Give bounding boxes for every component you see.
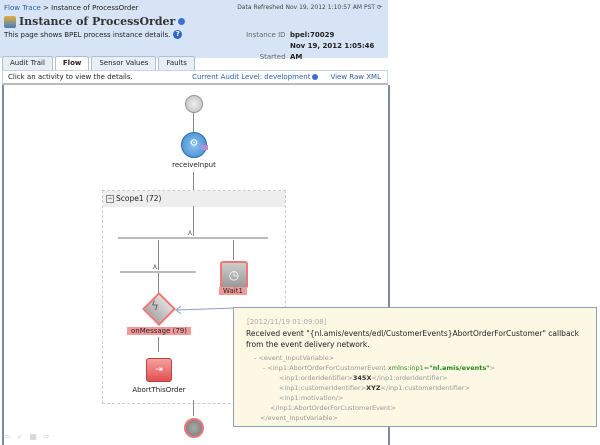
- flow-split-bar: [120, 271, 196, 273]
- xml-line: </event_InputVariable>: [260, 414, 338, 422]
- lightning-icon: ϟ: [151, 299, 159, 313]
- started-label: Started: [259, 53, 286, 61]
- hint-text: Click an activity to view the details.: [8, 73, 133, 81]
- connector: [193, 400, 194, 416]
- connector: [233, 240, 234, 260]
- xml-line: </inp1:AbortOrderForCustomerEvent>: [270, 404, 397, 412]
- fork-icon: ⋏: [187, 228, 193, 237]
- start-node[interactable]: [185, 95, 203, 113]
- breadcrumb: Flow Trace > Instance of ProcessOrder: [4, 4, 139, 12]
- page-subtitle: This page shows BPEL process instance de…: [4, 30, 171, 39]
- fork-icon: ⋏: [152, 262, 158, 271]
- info-icon[interactable]: [312, 74, 319, 80]
- refresh-icon[interactable]: ⟳: [376, 4, 382, 11]
- event-tooltip: [2012/11/19 01:09:08] Received event "{n…: [233, 307, 597, 427]
- tab-audit-trail[interactable]: Audit Trail: [2, 56, 53, 70]
- end-node[interactable]: [184, 418, 204, 438]
- connector: [193, 172, 194, 190]
- breadcrumb-separator: >: [43, 4, 49, 12]
- info-icon[interactable]: [178, 18, 186, 25]
- wait-label: Wait1: [219, 287, 247, 295]
- terminate-icon[interactable]: ⇥: [146, 358, 172, 382]
- toolbar-icons[interactable]: ⇦✓▦⇨: [4, 432, 56, 441]
- connector: [193, 112, 194, 132]
- on-message-label: onMessage (79): [127, 327, 191, 335]
- breadcrumb-flow-trace[interactable]: Flow Trace: [4, 4, 41, 12]
- help-icon[interactable]: ?: [173, 30, 183, 39]
- tab-bar: Audit Trail Flow Sensor Values Faults: [2, 56, 195, 70]
- connector: [158, 273, 159, 293]
- callout-pointer: [175, 305, 237, 315]
- flow-split-bar: [118, 237, 268, 239]
- tooltip-time: [2012/11/19 01:09:08]: [247, 318, 327, 326]
- breadcrumb-current: Instance of ProcessOrder: [51, 4, 139, 12]
- scope-box: −Scope1 (72): [102, 190, 286, 404]
- xml-line: <inp1:customerIdentifier>XYZ</inp1:custo…: [279, 384, 470, 392]
- xml-line: - <event_InputVariable>: [254, 354, 335, 362]
- connector: [158, 240, 159, 270]
- xml-line: <inp1:motivation/>: [279, 394, 344, 402]
- wait-icon[interactable]: ◷: [220, 261, 248, 289]
- tab-faults[interactable]: Faults: [158, 56, 195, 70]
- connector: [158, 337, 159, 352]
- data-refreshed: Data Refreshed Nov 19, 2012 1:10:57 AM P…: [237, 4, 376, 11]
- page-header: Flow Trace > Instance of ProcessOrder In…: [0, 0, 388, 61]
- message-arrow-icon: [201, 145, 208, 150]
- xml-line: <inp1:orderIdentifier>345X</inp1:orderId…: [279, 374, 448, 382]
- audit-level-link[interactable]: Current Audit Level: development: [192, 73, 311, 81]
- tab-flow[interactable]: Flow: [54, 56, 90, 70]
- info-bar-links: Current Audit Level: development View Ra…: [192, 73, 381, 81]
- instance-id: bpel:70029: [290, 31, 335, 39]
- tooltip-message: Received event "{nl.amis/events/edl/Cust…: [246, 329, 580, 349]
- instance-id-label: Instance ID: [246, 31, 286, 39]
- collapse-icon[interactable]: −: [106, 195, 114, 203]
- scope-label: Scope1 (72): [116, 194, 162, 203]
- started-value: Nov 19, 2012 1:05:46 AM: [290, 42, 375, 61]
- abort-label: AbortThisOrder: [132, 386, 186, 394]
- tab-sensor-values[interactable]: Sensor Values: [91, 56, 157, 70]
- view-raw-xml-link[interactable]: View Raw XML: [330, 73, 381, 81]
- receive-input-label: receiveInput: [172, 161, 216, 169]
- xml-line: - <inp1:AbortOrderForCustomerEvent xmlns…: [263, 364, 496, 372]
- process-icon: [4, 15, 16, 28]
- info-bar: Click an activity to view the details. C…: [2, 70, 388, 85]
- connector: [193, 206, 194, 236]
- page-title: Instance of ProcessOrder: [19, 15, 176, 28]
